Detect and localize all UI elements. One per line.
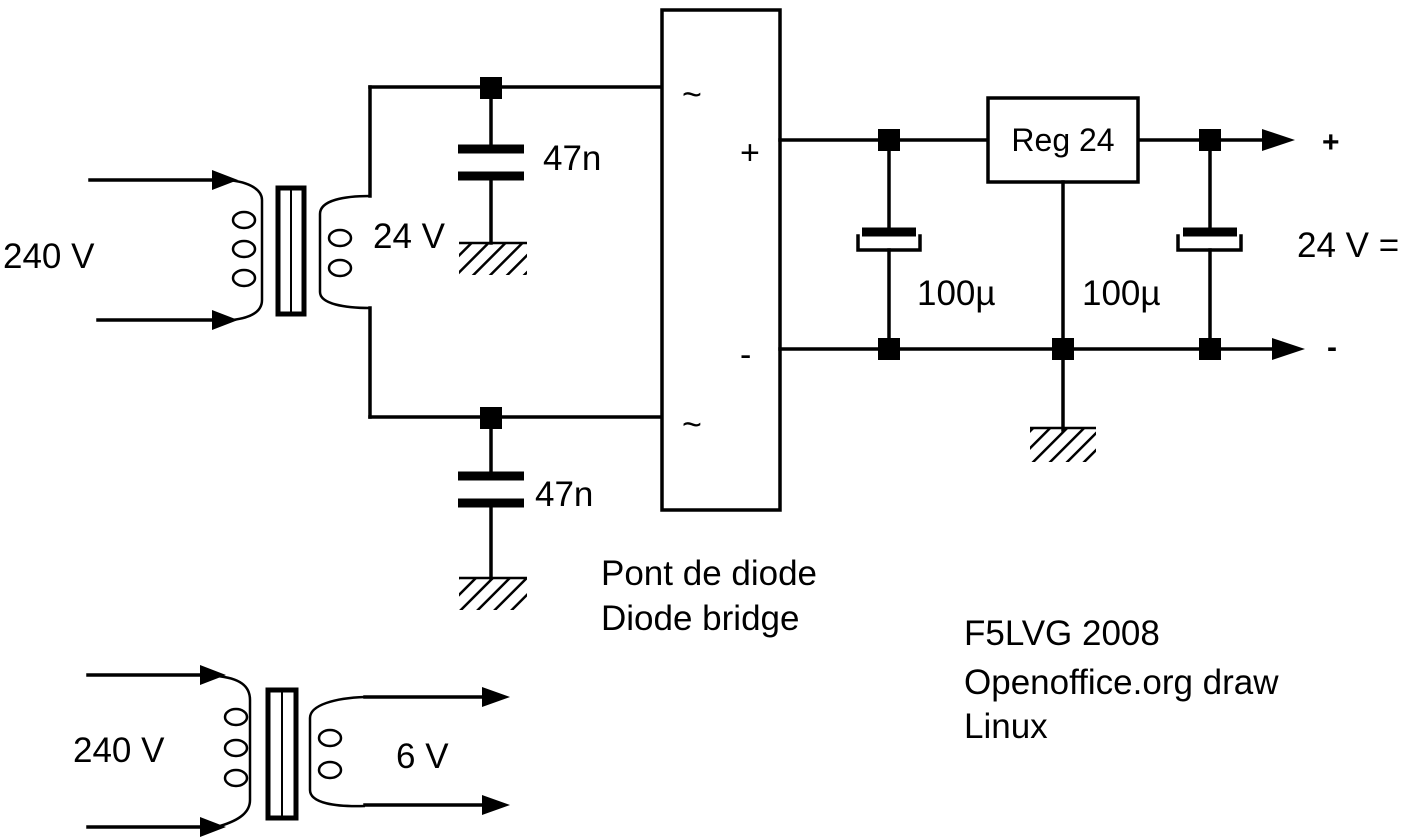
- bridge-plus-symbol: +: [740, 134, 760, 172]
- aux-transformer: [86, 665, 510, 837]
- primary-voltage-label: 240 V: [3, 237, 95, 276]
- aux-primary-voltage-label: 240 V: [73, 731, 165, 770]
- credit-line-3: Linux: [964, 707, 1048, 746]
- aux-secondary-voltage-label: 6 V: [396, 737, 449, 776]
- main-transformer: [88, 170, 371, 330]
- output-plus-arrow-icon: [1262, 129, 1295, 151]
- credit-line-2: Openoffice.org draw: [964, 663, 1279, 702]
- ground-top-cap-icon: [459, 243, 527, 275]
- electrolytic-right: [1176, 138, 1243, 351]
- electrolytic-right-label: 100µ: [1082, 274, 1161, 313]
- aux-input-arrow-top-head: [200, 665, 226, 685]
- aux-output-arrow-top-head: [482, 687, 510, 707]
- primary-coil-2: [231, 239, 257, 259]
- capacitor-top: [458, 86, 527, 275]
- capacitor-top-label: 47n: [543, 139, 601, 178]
- regulator-label: Reg 24: [1011, 122, 1114, 158]
- output-voltage-label: 24 V =: [1297, 226, 1399, 265]
- secondary-winding: [318, 194, 371, 310]
- electrolytic-left: [856, 138, 922, 351]
- bridge-minus-symbol: -: [740, 336, 751, 374]
- capacitor-bottom-label: 47n: [535, 475, 593, 514]
- ground-bottom-cap-icon: [459, 578, 527, 610]
- input-arrow-bottom-head: [212, 310, 238, 330]
- aux-input-arrow-bottom-head: [200, 817, 226, 837]
- primary-coil-1: [231, 210, 257, 230]
- secondary-coil-2: [327, 258, 353, 278]
- bridge-ac-bottom-symbol: ~: [682, 406, 702, 444]
- input-arrow-top-head: [212, 170, 238, 190]
- credit-line-1: F5LVG 2008: [964, 614, 1160, 653]
- secondary-coil-1: [327, 228, 353, 248]
- electrolytic-left-label: 100µ: [917, 274, 996, 313]
- output-minus-label: -: [1327, 331, 1337, 364]
- ground-regulator-icon: [1030, 428, 1096, 462]
- bridge-caption-en: Diode bridge: [601, 599, 799, 638]
- primary-coil-3: [231, 268, 257, 288]
- bridge-ac-top-symbol: ~: [682, 76, 702, 114]
- diode-bridge-box: [660, 8, 782, 512]
- output-minus-arrow-icon: [1272, 338, 1305, 360]
- output-plus-label: +: [1322, 126, 1340, 159]
- secondary-voltage-label: 24 V: [373, 217, 446, 256]
- ac-wiring: [368, 77, 664, 429]
- capacitor-bottom: [458, 416, 527, 610]
- primary-winding: [227, 178, 264, 322]
- bridge-caption-fr: Pont de diode: [601, 554, 817, 593]
- aux-output-arrow-bottom-head: [482, 795, 510, 815]
